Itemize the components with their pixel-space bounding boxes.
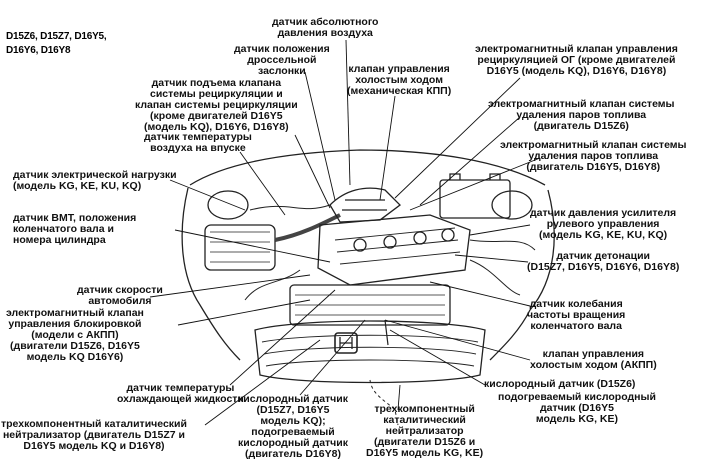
label-idle-air-control-mt: клапан управления холостым ходом (механи… — [347, 63, 452, 97]
label-lockup-solenoid: электромагнитный клапан управления блоки… — [6, 307, 144, 363]
intake-duct — [274, 213, 341, 242]
label-ckf-sensor: датчик колебания частоты вращения коленч… — [527, 298, 626, 332]
hood-outline — [189, 149, 546, 186]
intake-manifold — [329, 187, 401, 223]
label-heated-oxygen-sensor: подогреваемый кислородный датчик (D16Y5 … — [498, 391, 656, 425]
label-oxygen-sensor-d15z6: кислородный датчик (D15Z6) — [484, 378, 636, 390]
label-vehicle-speed-sensor: датчик скорости автомобиля — [77, 284, 163, 307]
label-throttle-position-sensor: датчик положения дроссельной заслонки — [234, 43, 330, 77]
battery — [439, 179, 511, 219]
label-intake-air-temp-sensor: датчик температуры воздуха на впуске — [144, 131, 252, 154]
label-evap-solenoid-d15z6: электромагнитный клапан системы удаления… — [488, 98, 675, 132]
leader-lines — [149, 39, 541, 426]
label-oxygen-sensor-multi: кислородный датчик (D15Z7, D16Y5 модель … — [238, 393, 348, 460]
honda-emblem — [334, 332, 358, 354]
label-electrical-load-detector: датчик электрической нагрузки (модель KG… — [13, 169, 177, 192]
label-coolant-temp-sensor: датчик температуры охлаждающей жидкости — [117, 382, 244, 405]
valve-cover — [317, 214, 471, 286]
label-power-steering-pressure-switch: датчик давления усилителя рулевого управ… — [530, 207, 677, 241]
label-knock-sensor: датчик детонации (D15Z7, D16Y5, D16Y6, D… — [527, 250, 680, 273]
label-evap-solenoid-d16: электромагнитный клапан системы удаления… — [500, 139, 687, 173]
right-strut-tower — [491, 190, 533, 220]
engine-models-heading: D15Z6, D15Z7, D16Y5, D16Y6, D16Y8 — [6, 31, 107, 56]
label-egr-lift-sensor: датчик подъема клапана системы рециркуля… — [135, 77, 298, 133]
label-three-way-catalyst-left: трехкомпонентный каталитический нейтрали… — [1, 418, 187, 452]
label-tdc-ckp-cyp-sensor: датчик ВМТ, положения коленчатого вала и… — [13, 212, 137, 246]
label-egr-solenoid: электромагнитный клапан управления рецир… — [475, 43, 678, 77]
label-map-sensor: датчик абсолютного давления воздуха — [272, 16, 379, 39]
left-fender-outline — [181, 187, 241, 361]
label-three-way-catalyst-center: трехкомпонентный каталитический нейтрали… — [366, 403, 484, 459]
air-cleaner-box — [204, 224, 276, 271]
radiator — [289, 284, 451, 326]
front-grille — [254, 320, 486, 384]
right-fender-outline — [489, 189, 555, 361]
label-idle-air-control-at: клапан управления холостым ходом (АКПП) — [530, 348, 657, 371]
left-strut-tower — [207, 190, 249, 220]
